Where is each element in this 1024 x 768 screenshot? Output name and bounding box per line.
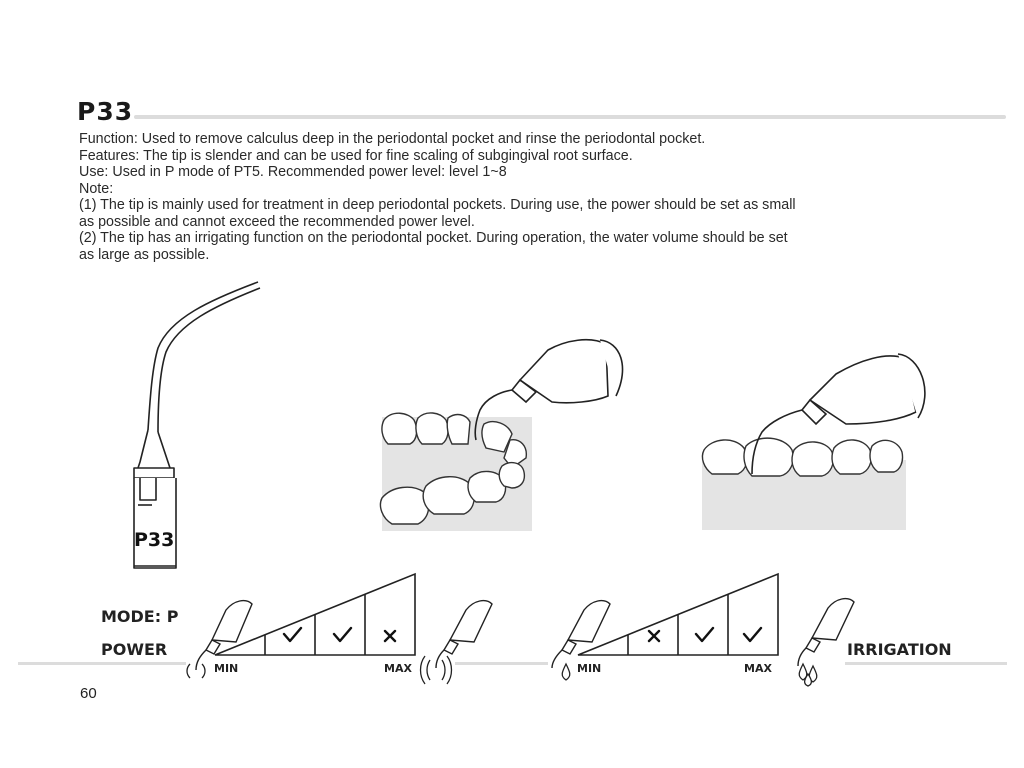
note-1-line-1: (1) The tip is mainly used for treatment… (79, 197, 796, 213)
power-max-label: MAX (384, 662, 412, 675)
description-block: Function: Used to remove calculus deep i… (79, 131, 796, 263)
note-1-line-2: as possible and cannot exceed the recomm… (79, 213, 475, 230)
footer-divider-left (18, 662, 186, 665)
use-text: Use: Used in P mode of PT5. Recommended … (79, 164, 507, 180)
page-number: 60 (80, 685, 97, 702)
check-mark-icon (282, 626, 303, 643)
mode-label: MODE: P (101, 607, 179, 626)
check-mark-icon (332, 626, 353, 643)
footer-divider-right (845, 662, 1007, 665)
cross-mark-icon (647, 629, 661, 643)
power-label: POWER (101, 640, 168, 659)
tip-label: P33 (134, 529, 174, 551)
power-min-label: MIN (214, 662, 239, 675)
irrigation-min-label: MIN (577, 662, 602, 675)
irrigation-max-label: MAX (744, 662, 772, 675)
check-mark-icon (694, 626, 715, 643)
title-divider (134, 115, 1006, 119)
footer-divider-middle (455, 662, 548, 665)
water-drops-icon (798, 662, 818, 687)
function-text: Function: Used to remove calculus deep i… (79, 131, 706, 147)
features-text: Features: The tip is slender and can be … (79, 147, 633, 164)
note-2-line-2: as large as possible. (79, 246, 210, 263)
note-2-line-1: (2) The tip has an irrigating function o… (79, 230, 788, 246)
water-drop-icon (561, 662, 571, 681)
note-heading: Note: (79, 180, 114, 197)
page-title: P33 (77, 97, 134, 126)
vibration-icon (419, 655, 453, 685)
irrigation-label: IRRIGATION (847, 640, 952, 659)
check-mark-icon (742, 626, 763, 643)
cross-mark-icon (383, 629, 397, 643)
